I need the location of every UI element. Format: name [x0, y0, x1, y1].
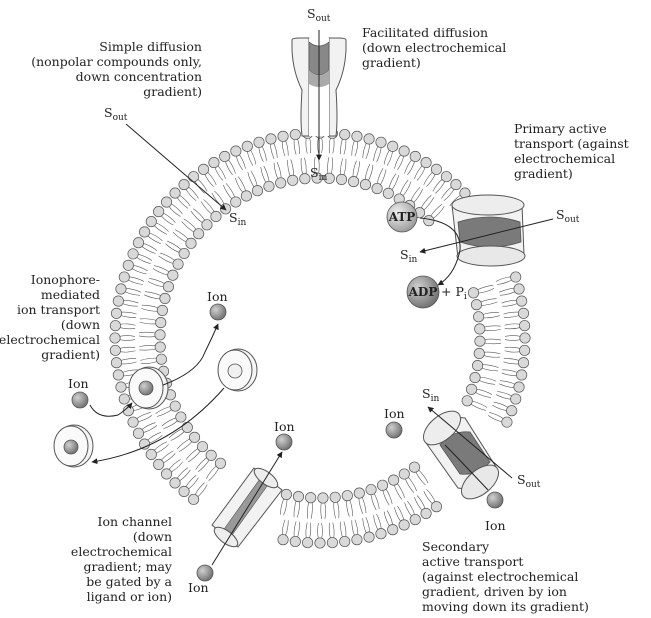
- svg-text:(down: (down: [61, 317, 100, 332]
- ionophore-disc: [128, 366, 169, 410]
- svg-text:gradient): gradient): [41, 347, 100, 362]
- atp-label: ATP: [388, 210, 416, 224]
- svg-text:gradient): gradient): [362, 55, 421, 70]
- svg-text:Primary active: Primary active: [514, 121, 607, 136]
- simple-diffusion-label: Simple diffusion (nonpolar compounds onl…: [31, 39, 202, 99]
- ion-channel-label: Ion channel (down electrochemical gradie…: [71, 514, 173, 604]
- lipid-heads: [109, 127, 531, 549]
- s-in-symbol: Sin: [310, 165, 327, 183]
- svg-text:Secondary: Secondary: [422, 539, 490, 554]
- svg-text:(nonpolar compounds only,: (nonpolar compounds only,: [31, 54, 202, 69]
- svg-text:(down: (down: [133, 529, 172, 544]
- svg-text:electrochemical: electrochemical: [0, 332, 100, 347]
- s-out-symbol: Sout: [104, 105, 128, 123]
- ion-label: Ion: [188, 580, 209, 595]
- ion-label: Ion: [384, 406, 405, 421]
- svg-text:(down electrochemical: (down electrochemical: [362, 40, 506, 55]
- ion-particle: [71, 391, 89, 409]
- svg-text:electrochemical: electrochemical: [514, 151, 615, 166]
- svg-text:Ionophore-: Ionophore-: [31, 272, 100, 287]
- ion-particle: [486, 491, 504, 509]
- svg-text:be gated by a: be gated by a: [86, 574, 172, 589]
- primary-active-transport-label: Primary active transport (against electr…: [514, 121, 629, 181]
- lipid-tails: [118, 136, 522, 540]
- adp-molecule: [406, 275, 440, 309]
- ionophore-disc: [53, 424, 94, 468]
- svg-text:down concentration: down concentration: [76, 69, 202, 84]
- ion-label: Ion: [485, 518, 506, 533]
- secondary-active-transport-label: Secondary active transport (against elec…: [422, 539, 589, 614]
- ionophore-disc: [217, 348, 258, 392]
- ion-label: Ion: [68, 376, 89, 391]
- svg-text:Facilitated diffusion: Facilitated diffusion: [362, 25, 488, 40]
- ion-particle: [196, 564, 214, 582]
- ion-particle: [275, 433, 293, 451]
- ion-particle: [209, 303, 227, 321]
- ionophore-label: Ionophore- mediated ion transport (down …: [0, 272, 100, 362]
- facilitated-diffusion-transporter: [291, 37, 347, 137]
- s-in-symbol: Sin: [422, 386, 439, 404]
- svg-text:gradient, driven by ion: gradient, driven by ion: [422, 584, 567, 599]
- s-in-symbol: Sin: [229, 210, 246, 228]
- svg-text:Simple diffusion: Simple diffusion: [99, 39, 202, 54]
- s-out-symbol: Sout: [307, 6, 331, 24]
- facilitated-diffusion-label: Facilitated diffusion (down electrochemi…: [362, 25, 506, 70]
- svg-text:ion transport: ion transport: [17, 302, 100, 317]
- s-in-symbol: Sin: [400, 247, 417, 265]
- transport-arrows: [89, 30, 554, 566]
- s-out-symbol: Sout: [517, 472, 541, 490]
- svg-text:ligand or ion): ligand or ion): [87, 589, 172, 604]
- lipid-bilayer-membrane: [109, 127, 531, 549]
- svg-text:gradient): gradient): [514, 166, 573, 181]
- svg-text:moving down its gradient): moving down its gradient): [422, 599, 589, 614]
- secondary-active-transporter: [422, 410, 500, 500]
- adp-label: ADP: [408, 285, 438, 299]
- ion-channel: [211, 467, 283, 548]
- ion-label: Ion: [207, 289, 228, 304]
- svg-text:Ion channel: Ion channel: [98, 514, 173, 529]
- svg-text:gradient; may: gradient; may: [84, 559, 173, 574]
- atp-molecule: [386, 201, 418, 233]
- primary-active-transporter: [451, 194, 526, 267]
- ion-particle: [385, 421, 403, 439]
- ion-label: Ion: [274, 419, 295, 434]
- svg-text:gradient): gradient): [143, 84, 202, 99]
- s-out-symbol: Sout: [556, 207, 580, 225]
- svg-text:transport (against: transport (against: [514, 136, 629, 151]
- svg-text:electrochemical: electrochemical: [71, 544, 172, 559]
- svg-text:mediated: mediated: [41, 287, 100, 302]
- svg-text:(against electrochemical: (against electrochemical: [422, 569, 578, 584]
- svg-text:active transport: active transport: [422, 554, 523, 569]
- phosphate-label: + Pi: [441, 284, 467, 302]
